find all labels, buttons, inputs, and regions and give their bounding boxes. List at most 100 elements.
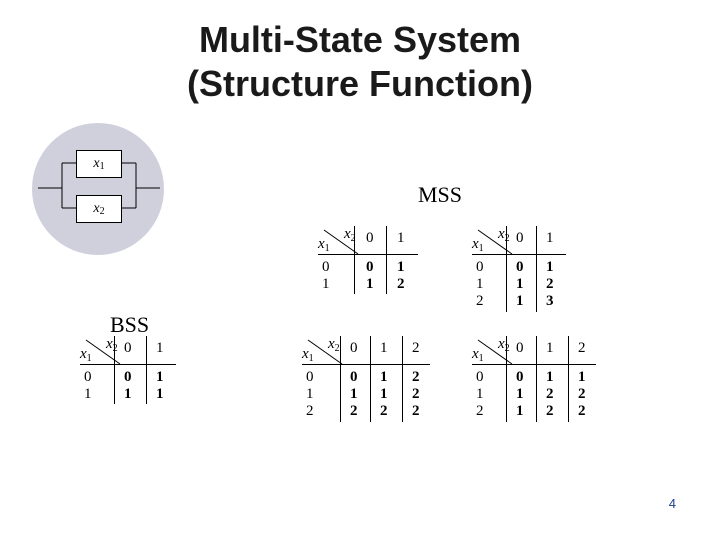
- col-header: 0: [350, 340, 358, 356]
- column-rule: [370, 336, 371, 422]
- circuit-background-disc: [32, 123, 164, 255]
- col-var-label: x2: [106, 336, 118, 354]
- row-header: 1: [476, 386, 484, 402]
- table-value: 2: [546, 403, 554, 419]
- row-header: 1: [322, 276, 330, 292]
- title-line-2: (Structure Function): [187, 63, 533, 104]
- row-header: 0: [306, 369, 314, 385]
- col-var-label: x2: [328, 336, 340, 354]
- col-header: 1: [546, 230, 554, 246]
- column-rule: [386, 226, 387, 294]
- table-value: 1: [156, 386, 164, 402]
- table-value: 1: [366, 276, 374, 292]
- row-header: 1: [306, 386, 314, 402]
- header-rule: [80, 364, 176, 365]
- table-value: 1: [350, 386, 358, 402]
- table-value: 1: [546, 369, 554, 385]
- header-rule: [472, 254, 566, 255]
- col-header: 1: [380, 340, 388, 356]
- title-line-1: Multi-State System: [198, 19, 522, 60]
- component-x2-box: x2: [76, 195, 122, 223]
- table-value: 1: [380, 386, 388, 402]
- table-value: 0: [350, 369, 358, 385]
- table-value: 1: [516, 293, 524, 309]
- column-rule: [568, 336, 569, 422]
- table-value: 2: [350, 403, 358, 419]
- table-value: 0: [516, 369, 524, 385]
- row-header: 2: [476, 293, 484, 309]
- row-header: 0: [476, 259, 484, 275]
- table-value: 1: [516, 386, 524, 402]
- col-header: 2: [412, 340, 420, 356]
- header-rule: [302, 364, 430, 365]
- table-value: 2: [412, 403, 420, 419]
- col-header: 0: [366, 230, 374, 246]
- row-var-label: x1: [80, 346, 92, 364]
- column-rule: [354, 226, 355, 294]
- row-header: 0: [84, 369, 92, 385]
- table-value: 2: [546, 386, 554, 402]
- component-x1-box: x1: [76, 150, 122, 178]
- header-rule: [318, 254, 418, 255]
- col-header: 0: [124, 340, 132, 356]
- table-value: 0: [516, 259, 524, 275]
- page-number: 4: [668, 496, 676, 511]
- row-var-label: x1: [472, 236, 484, 254]
- table-value: 1: [578, 369, 586, 385]
- table-value: 3: [546, 293, 554, 309]
- table-value: 2: [546, 276, 554, 292]
- table-value: 1: [156, 369, 164, 385]
- column-rule: [114, 336, 115, 404]
- table-value: 2: [412, 369, 420, 385]
- column-rule: [402, 336, 403, 422]
- column-rule: [506, 336, 507, 422]
- header-rule: [472, 364, 596, 365]
- table-value: 1: [380, 369, 388, 385]
- col-header: 1: [397, 230, 405, 246]
- column-rule: [340, 336, 341, 422]
- col-header: 2: [578, 340, 586, 356]
- col-header: 0: [516, 230, 524, 246]
- bss-heading: BSS: [110, 312, 150, 337]
- column-rule: [146, 336, 147, 404]
- table-value: 2: [578, 386, 586, 402]
- row-header: 2: [476, 403, 484, 419]
- table-value: 1: [124, 386, 132, 402]
- slide-title: Multi-State System (Structure Function): [0, 18, 720, 106]
- table-value: 0: [124, 369, 132, 385]
- table-value: 2: [380, 403, 388, 419]
- col-header: 1: [546, 340, 554, 356]
- row-var-label: x1: [472, 346, 484, 364]
- col-var-label: x2: [498, 226, 510, 244]
- row-var-label: x1: [302, 346, 314, 364]
- table-value: 0: [366, 259, 374, 275]
- component-x2-sub: 2: [99, 206, 105, 217]
- mss-heading: MSS: [418, 182, 463, 207]
- table-value: 1: [397, 259, 405, 275]
- header-diagonal: [323, 229, 359, 255]
- header-diagonal: [307, 339, 343, 365]
- col-header: 1: [156, 340, 164, 356]
- col-header: 0: [516, 340, 524, 356]
- component-x1-sub: 1: [99, 161, 105, 172]
- table-value: 1: [546, 259, 554, 275]
- column-rule: [506, 226, 507, 312]
- component-x1-var: x: [93, 156, 100, 171]
- table-value: 1: [516, 276, 524, 292]
- row-header: 2: [306, 403, 314, 419]
- row-var-label: x1: [318, 236, 330, 254]
- table-value: 1: [516, 403, 524, 419]
- table-value: 2: [397, 276, 405, 292]
- row-header: 1: [476, 276, 484, 292]
- row-header: 1: [84, 386, 92, 402]
- row-header: 0: [476, 369, 484, 385]
- column-rule: [536, 226, 537, 312]
- table-value: 2: [578, 403, 586, 419]
- col-var-label: x2: [344, 226, 356, 244]
- col-var-label: x2: [498, 336, 510, 354]
- row-header: 0: [322, 259, 330, 275]
- column-rule: [536, 336, 537, 422]
- component-x2-var: x: [93, 201, 100, 216]
- table-value: 2: [412, 386, 420, 402]
